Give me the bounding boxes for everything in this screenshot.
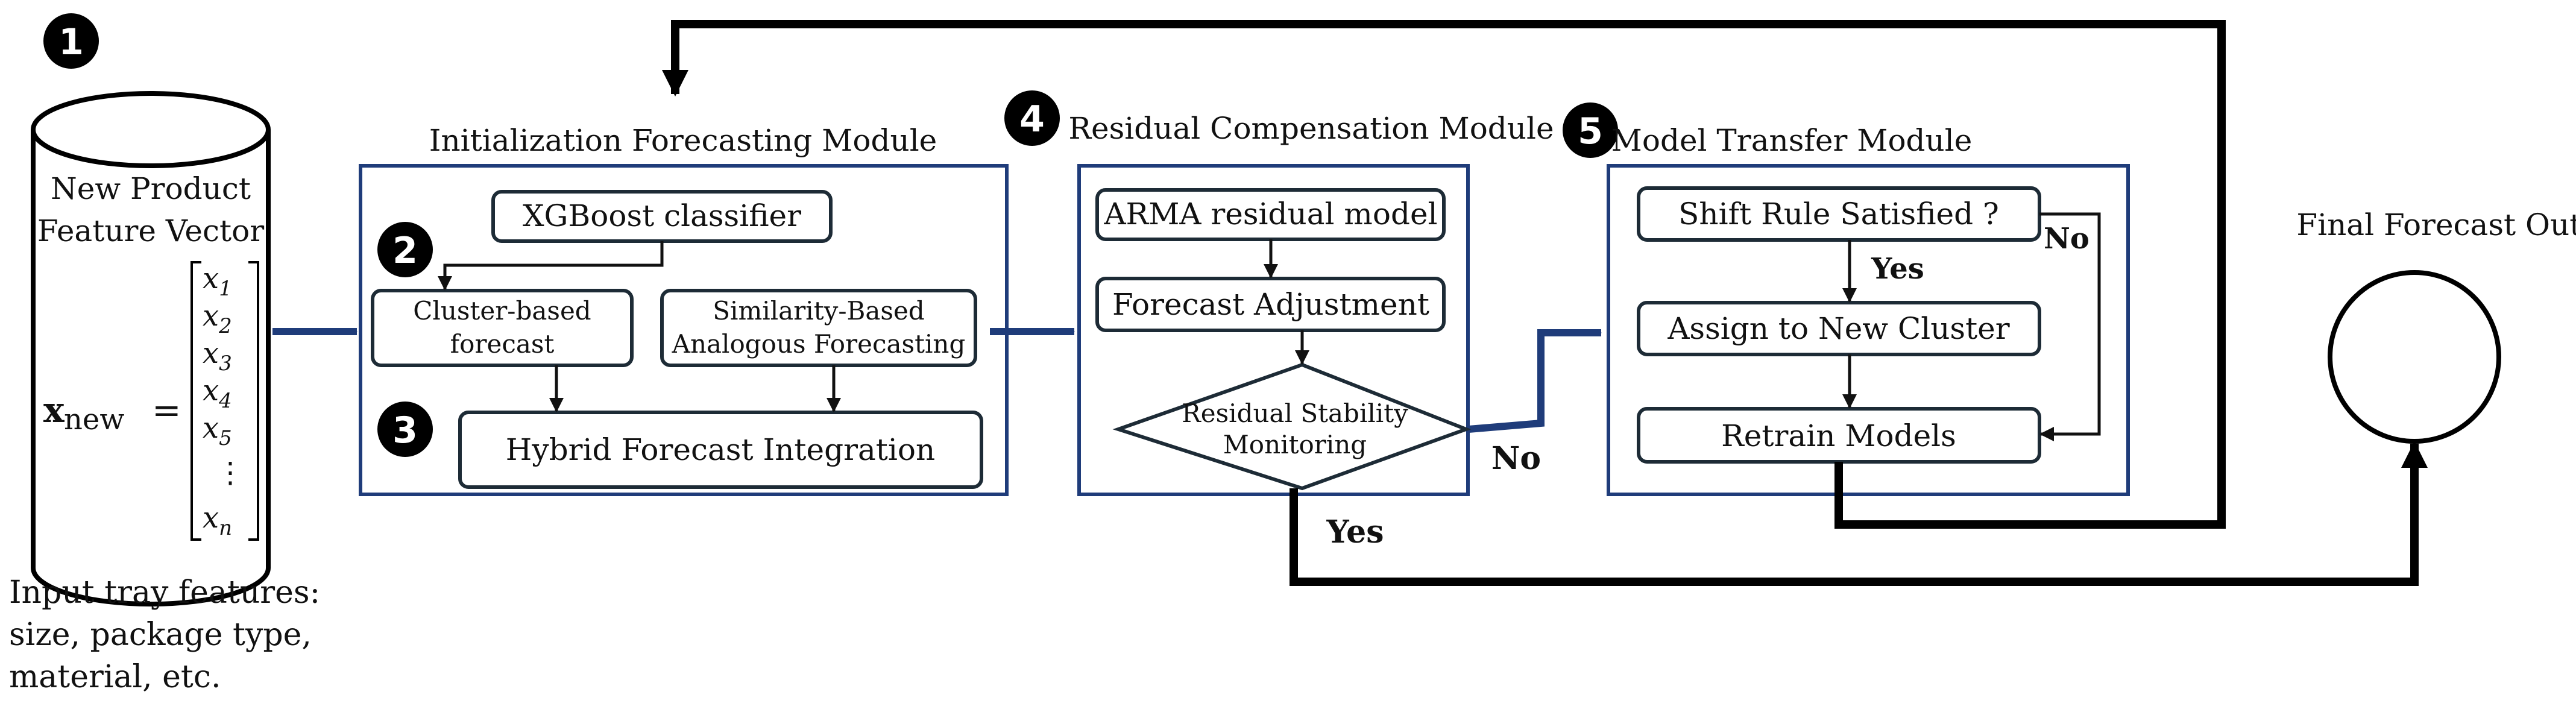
formula-x: x [43, 389, 65, 430]
init-module-title: Initialization Forecasting Module [429, 123, 937, 158]
cluster-forecast-box [371, 289, 634, 367]
shift-no-bypass-arrow [2039, 212, 2101, 441]
retrain-models-label: Retrain Models [1721, 418, 1956, 453]
input-caption-line2: size, package type, [9, 617, 312, 653]
badge-number: 2 [392, 230, 418, 272]
shift-rule-label: Shift Rule Satisfied ? [1678, 197, 1999, 232]
init-module-frame [359, 164, 1009, 496]
stability-decision-diamond [1112, 362, 1472, 491]
input-title-line1: New Product [51, 171, 251, 206]
similarity-forecast-label-line1: Similarity-Based [713, 296, 924, 326]
xgboost-label: XGBoost classifier [523, 198, 801, 233]
similarity-forecast-box [660, 289, 977, 367]
residual-module-frame [1077, 164, 1470, 496]
formula-equals: = [152, 389, 181, 430]
step-badge-4: 4 [1004, 90, 1060, 146]
final-output-node [2328, 270, 2501, 444]
badge-number: 5 [1578, 110, 1603, 153]
transfer-module-frame [1607, 164, 2130, 496]
assign-cluster-box [1637, 301, 2041, 356]
input-caption-line1: Input tray features: [9, 575, 320, 611]
badge-number: 1 [58, 21, 84, 63]
input-caption-line3: material, etc. [9, 659, 221, 695]
stability-label-line1: Residual Stability [1182, 398, 1408, 428]
forecast-adjustment-box [1095, 277, 1446, 332]
assign-cluster-label: Assign to New Cluster [1667, 311, 2009, 346]
final-output-title: Final Forecast Output [2296, 207, 2576, 242]
stability-no-label: No [1491, 440, 1541, 477]
shift-no-label: No [2044, 222, 2089, 256]
stability-label-line2: Monitoring [1223, 430, 1367, 459]
step-badge-3: 3 [377, 402, 433, 457]
xgboost-to-cluster-arrow [438, 241, 664, 291]
yes-to-final-output-arrow [1290, 441, 2428, 586]
input-title-line2: Feature Vector [37, 213, 264, 248]
badge-number: 3 [392, 409, 418, 452]
formula-subscript: new [64, 403, 124, 436]
hybrid-integration-box [458, 411, 983, 489]
shift-yes-label: Yes [1871, 252, 1924, 286]
transfer-module-title: Model Transfer Module [1611, 123, 1973, 158]
step-badge-2: 2 [377, 222, 433, 277]
stability-yes-label: Yes [1326, 514, 1384, 550]
similarity-forecast-label-line2: Analogous Forecasting [672, 329, 966, 359]
input-cylinder [31, 91, 271, 606]
step-badge-1: 1 [43, 13, 99, 69]
feature-formula: x new = [43, 389, 181, 436]
hybrid-integration-label: Hybrid Forecast Integration [506, 432, 935, 467]
retrain-feedback-loop-arrow [662, 20, 2226, 529]
cluster-forecast-label-line2: forecast [450, 329, 555, 359]
arma-label: ARMA residual model [1103, 197, 1437, 232]
residual-module-title: Residual Compensation Module [1068, 111, 1554, 146]
vector-brackets [191, 261, 259, 541]
vector-entries: x1 x2 x3 x4 x5 ⋮ xn [203, 262, 245, 540]
badge-number: 4 [1019, 98, 1045, 140]
cluster-forecast-label-line1: Cluster-based [413, 296, 591, 326]
forecast-adjustment-label: Forecast Adjustment [1112, 287, 1429, 322]
residual-to-transfer-arrow [1468, 329, 1602, 433]
vector-entry: ⋮ [216, 456, 245, 490]
step-badge-5: 5 [1563, 102, 1618, 158]
